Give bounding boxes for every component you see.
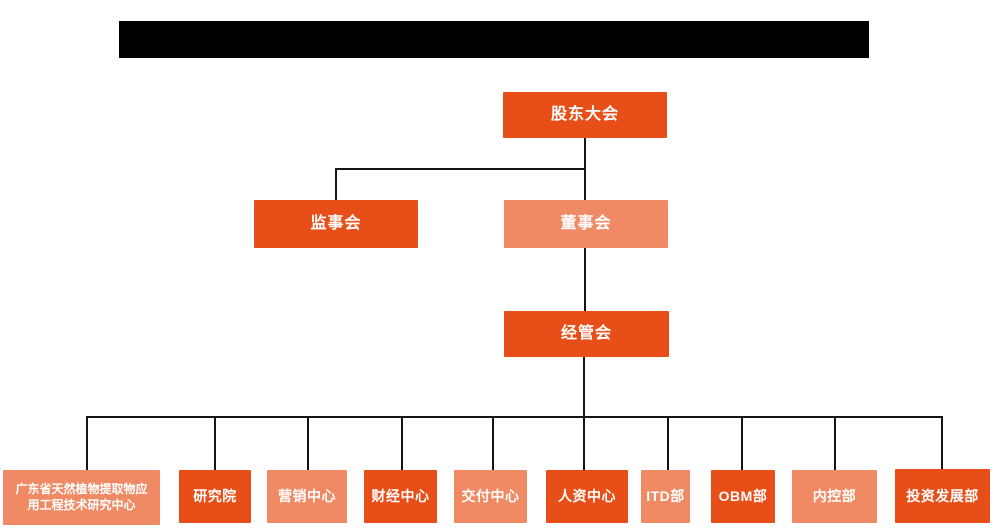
connector-directors-management [584,248,586,311]
connector-dept-drop [86,416,88,470]
org-node-label: 广东省天然植物提取物应用工程技术研究中心 [15,481,148,512]
connector-dept-drop [741,416,743,470]
connector-supervisors-drop [335,168,337,200]
org-node-hr-center: 人资中心 [546,470,628,523]
org-node-board-of-directors: 董事会 [504,200,668,248]
connector-directors-drop [584,170,586,200]
connector-dept-drop [214,416,216,470]
connector-dept-drop [307,416,309,470]
org-node-research-institute: 研究院 [179,470,251,523]
org-node-delivery-center: 交付中心 [454,470,527,523]
org-node-finance-center: 财经中心 [364,470,437,523]
org-node-internal-control-department: 内控部 [792,470,877,523]
connector-root-drop [584,138,586,170]
org-node-shareholders-meeting: 股东大会 [503,92,667,138]
connector-management-drop [583,357,585,417]
connector-horizontal-bottom [86,416,943,418]
redacted-title-bar [119,21,869,58]
org-node-management-committee: 经管会 [504,311,669,357]
connector-dept-drop [401,416,403,470]
connector-dept-drop [667,416,669,470]
connector-dept-drop [834,416,836,470]
org-node-obm-department: OBM部 [711,470,775,523]
org-node-research-center: 广东省天然植物提取物应用工程技术研究中心 [3,470,160,525]
connector-horizontal-top [335,168,586,170]
connector-dept-drop [492,416,494,470]
org-node-marketing-center: 营销中心 [267,470,347,523]
connector-dept-drop [583,416,585,470]
org-node-investment-development-department: 投资发展部 [895,469,990,523]
org-node-itd-department: ITD部 [641,470,690,523]
org-node-board-of-supervisors: 监事会 [254,200,418,248]
connector-dept-drop [941,416,943,470]
